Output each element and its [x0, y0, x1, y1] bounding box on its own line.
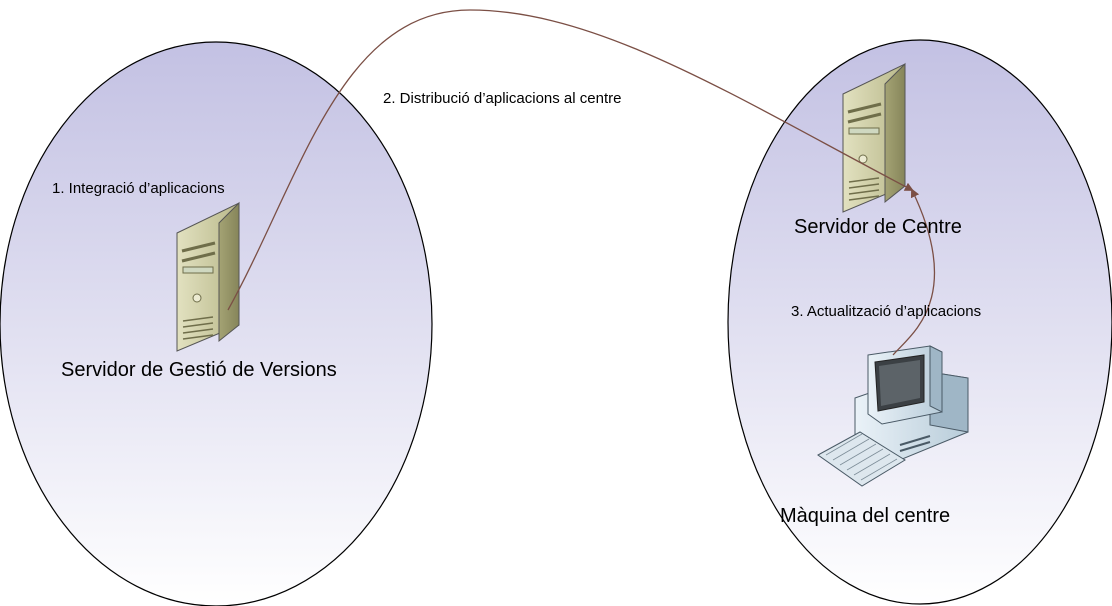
right-zone-ellipse [727, 39, 1112, 605]
step1-label: 1. Integració d’aplicacions [52, 180, 225, 197]
workstation-icon [817, 345, 969, 487]
step2-label: 2. Distribució d’aplicacions al centre [383, 90, 621, 107]
left-server-icon [176, 201, 240, 352]
distribution-arrow [227, 9, 914, 311]
step3-label: 3. Actualització d’aplicacions [791, 303, 981, 320]
right-server-caption: Servidor de Centre [794, 216, 962, 238]
left-server-caption: Servidor de Gestió de Versions [61, 359, 337, 381]
workstation-caption: Màquina del centre [780, 505, 950, 527]
update-arrow [892, 188, 936, 356]
right-server-icon [842, 62, 906, 213]
